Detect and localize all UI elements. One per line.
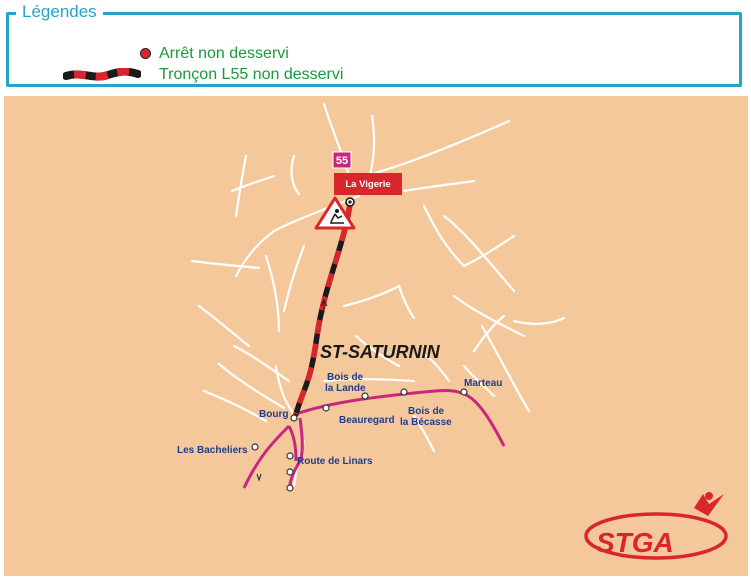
map-background bbox=[4, 96, 748, 576]
place-bois-becasse-1: Bois de bbox=[408, 406, 445, 417]
legend-section-label: Tronçon L55 non desservi bbox=[159, 66, 344, 83]
stop-la-vigerie[interactable]: La Vigerie bbox=[334, 173, 402, 207]
place-bois-becasse-2: la Bécasse bbox=[400, 417, 452, 428]
stop-marker-icon bbox=[140, 48, 151, 59]
place-beauregard: Beauregard bbox=[339, 415, 395, 426]
place-bois-lande-1: Bois de bbox=[327, 372, 364, 383]
town-label: ST-SATURNIN bbox=[320, 342, 441, 362]
direction-arrow-icon bbox=[256, 298, 328, 482]
legend-stop-label: Arrêt non desservi bbox=[159, 45, 289, 62]
line-55-active bbox=[242, 389, 506, 490]
map[interactable]: 55 La Vigerie ST-SATURNIN Bois de la Lan… bbox=[4, 96, 748, 576]
place-bois-lande-2: la Lande bbox=[325, 383, 366, 394]
roadworks-sign-icon bbox=[314, 196, 356, 230]
stops bbox=[251, 388, 468, 492]
map-canvas[interactable]: 55 La Vigerie ST-SATURNIN Bois de la Lan… bbox=[4, 96, 748, 576]
line-55-closed-section bbox=[293, 201, 353, 417]
stga-logo: STGA bbox=[584, 492, 728, 560]
place-route-linars: Route de Linars bbox=[297, 456, 373, 467]
svg-text:La Vigerie: La Vigerie bbox=[345, 179, 390, 190]
line-55-badge: 55 bbox=[332, 151, 352, 169]
svg-text:55: 55 bbox=[336, 155, 348, 167]
legend-title: Légendes bbox=[16, 2, 103, 22]
legend-box: Arrêt non desservi Tronçon L55 non desse… bbox=[6, 12, 742, 87]
closed-section-icon bbox=[63, 68, 141, 81]
place-marteau: Marteau bbox=[464, 378, 502, 389]
svg-text:STGA: STGA bbox=[596, 527, 674, 558]
place-bourg: Bourg bbox=[259, 409, 288, 420]
place-les-bacheliers: Les Bacheliers bbox=[177, 445, 248, 456]
